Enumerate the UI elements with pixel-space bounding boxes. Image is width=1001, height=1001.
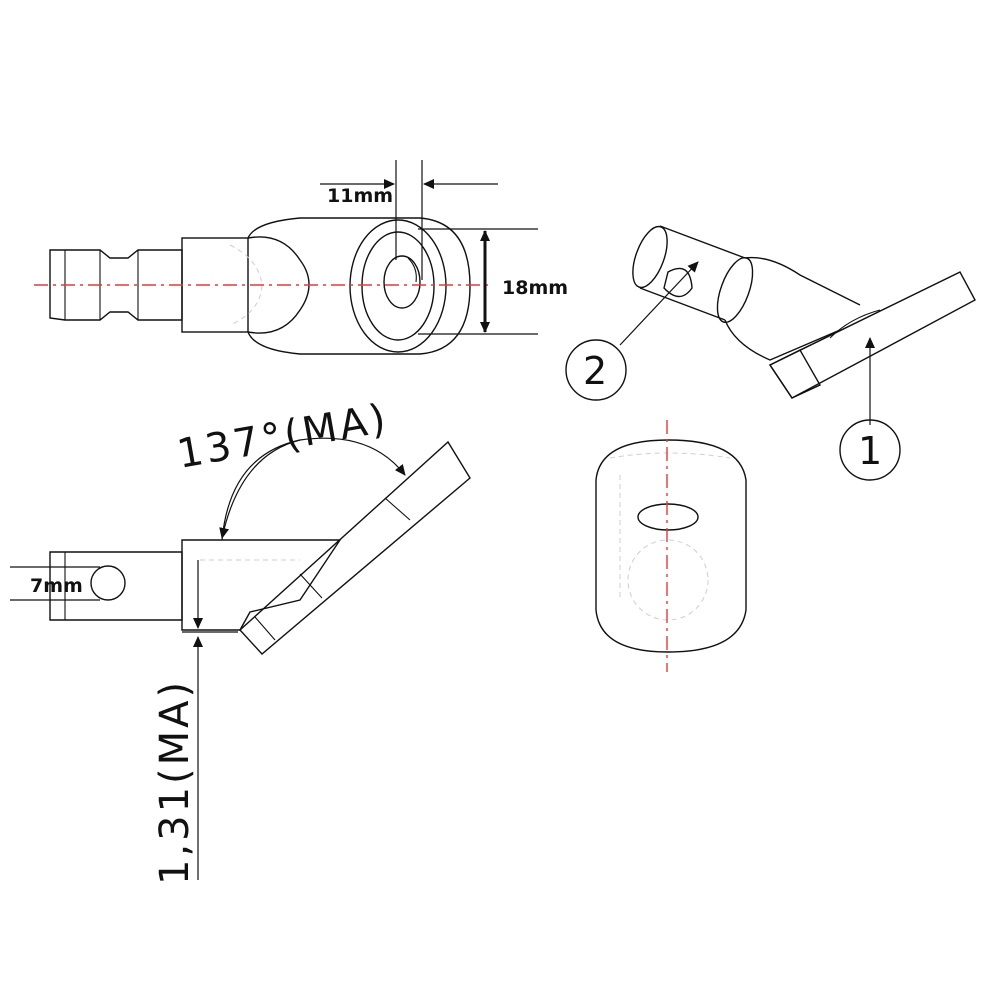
top-view (34, 217, 492, 355)
dimension-offset: 1,31(MA) (152, 560, 238, 885)
callout-2: 2 (565, 261, 699, 401)
callout-1: 1 (839, 337, 901, 481)
isometric-view (632, 225, 976, 399)
callout-1-label: 1 (858, 429, 882, 473)
dimension-11mm: 11mm (320, 160, 498, 280)
dimension-7mm-label: 7mm (30, 575, 83, 597)
dimension-18mm: 18mm (418, 228, 568, 335)
dimension-18mm-label: 18mm (502, 277, 568, 299)
dimension-11mm-label: 11mm (327, 185, 393, 207)
dimension-7mm: 7mm (10, 566, 100, 601)
callout-2-label: 2 (583, 349, 607, 393)
offset-label: 1,31(MA) (152, 679, 198, 885)
angle-label: 137°(MA) (174, 395, 392, 477)
dimension-angle: 137°(MA) (174, 395, 406, 541)
front-view (595, 420, 747, 672)
bent-view (49, 440, 471, 655)
